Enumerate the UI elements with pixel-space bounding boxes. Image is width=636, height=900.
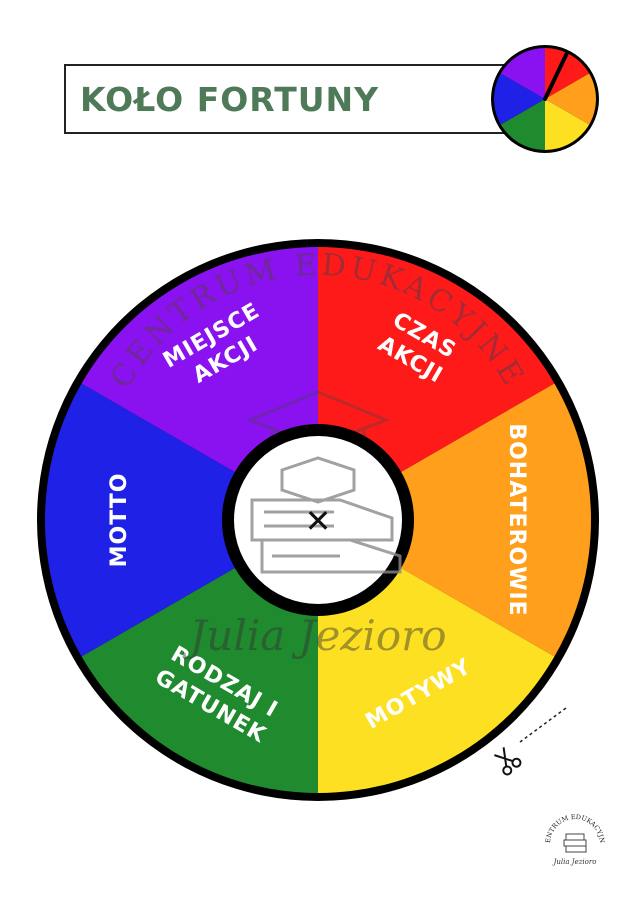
mini-wheel-segment: [500, 99, 545, 150]
books-icon: [250, 456, 402, 574]
logo-signature: Julia Jezioro: [552, 858, 597, 866]
logo-books-icon: [563, 833, 587, 853]
segment-label-line: MOTTO: [107, 473, 132, 568]
mini-wheel-segment: [494, 73, 545, 125]
page-title: KOŁO FORTUNY: [80, 80, 380, 119]
segment-label-4: MOTTO: [107, 473, 132, 568]
mini-wheel-icon: [491, 45, 599, 153]
cut-line: [519, 707, 567, 743]
mini-wheel-segment: [545, 99, 590, 150]
mini-wheel-segment: [500, 48, 545, 99]
segment-label-line: BOHATEROWIE: [504, 423, 529, 616]
center-cross-icon: ✕: [305, 502, 332, 540]
mini-wheel-segment: [545, 48, 590, 99]
wheel-segment-4: [45, 383, 319, 657]
logo-arc-text: CENTRUM EDUKACYJNE: [540, 808, 606, 844]
hub: [234, 436, 402, 604]
wheel-segment-1: [318, 383, 591, 657]
centrum-edukacyjne-logo: CENTRUM EDUKACYJNE Julia Jezioro: [540, 808, 606, 866]
watermark-signature: Julia Jezioro: [181, 611, 446, 660]
scissors-icon: [494, 747, 522, 776]
mini-wheel-segment: [545, 73, 596, 125]
title-box: KOŁO FORTUNY: [64, 64, 512, 134]
mini-wheel-pointer: [543, 51, 569, 101]
segment-label-1: BOHATEROWIE: [504, 423, 529, 616]
